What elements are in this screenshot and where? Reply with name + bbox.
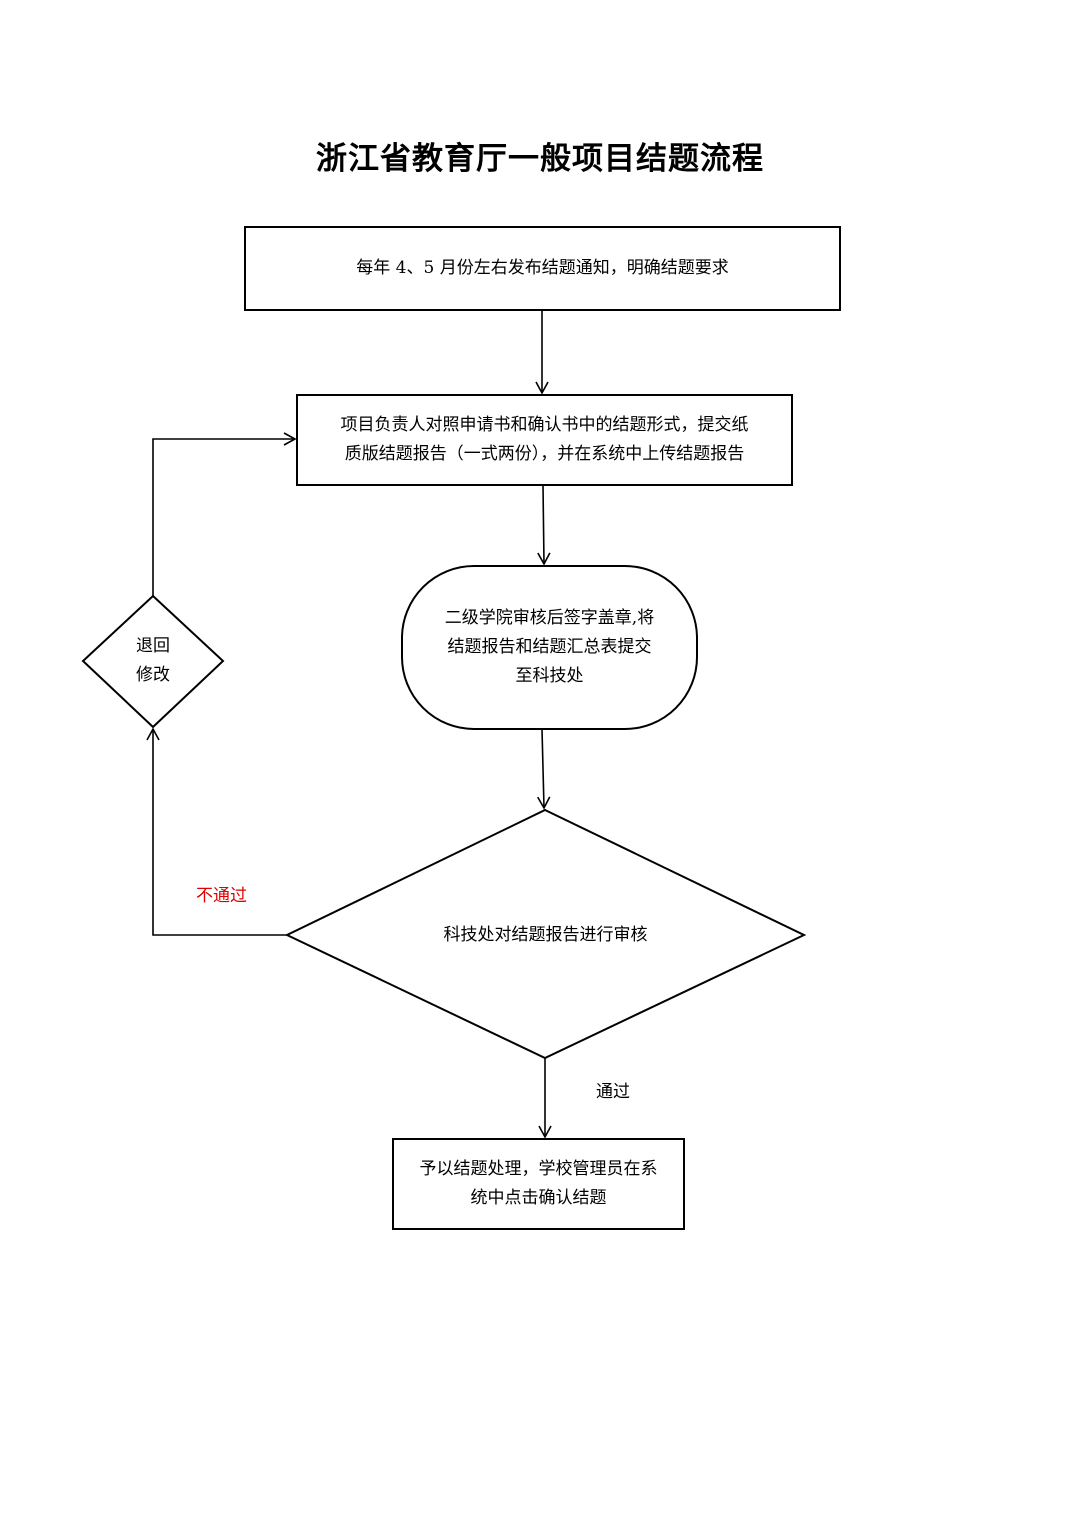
pass-label: 通过 bbox=[596, 1082, 630, 1102]
college-text: 二级学院审核后签字盖章,将 结题报告和结题汇总表提交 至科技处 bbox=[402, 566, 697, 729]
review-text: 科技处对结题报告进行审核 bbox=[287, 918, 804, 952]
notice-label: 每年 4、5 月份左右发布结题通知，明确结题要求 bbox=[356, 258, 729, 278]
return-diamond bbox=[81, 594, 225, 729]
college-box bbox=[401, 565, 698, 730]
finish-label-line1: 予以结题处理，学校管理员在系 bbox=[419, 1159, 658, 1179]
college-label-line1: 二级学院审核后签字盖章,将 bbox=[444, 608, 655, 628]
fail-label: 不通过 bbox=[196, 886, 247, 906]
college-label-line3: 至科技处 bbox=[515, 666, 584, 686]
edge-college-to-review bbox=[537, 728, 551, 810]
page-title: 浙江省教育厅一般项目结题流程 bbox=[316, 141, 764, 177]
notice-text: 每年 4、5 月份左右发布结题通知，明确结题要求 bbox=[245, 227, 840, 310]
edge-submit-to-college bbox=[537, 484, 551, 566]
submit-box bbox=[296, 394, 793, 486]
return-label-line2: 修改 bbox=[136, 665, 170, 685]
return-label-line1: 退回 bbox=[136, 636, 170, 656]
finish-box bbox=[392, 1138, 685, 1230]
submit-label-line1: 项目负责人对照申请书和确认书中的结题形式，提交纸 bbox=[340, 415, 749, 435]
submit-label-line2: 质版结题报告（一式两份），并在系统中上传结题报告 bbox=[344, 444, 745, 464]
edge-return-to-submit bbox=[152, 432, 297, 596]
finish-text: 予以结题处理，学校管理员在系 统中点击确认结题 bbox=[393, 1139, 684, 1229]
review-label: 科技处对结题报告进行审核 bbox=[443, 924, 648, 945]
submit-text: 项目负责人对照申请书和确认书中的结题形式，提交纸 质版结题报告（一式两份），并在… bbox=[297, 395, 792, 485]
college-label-line2: 结题报告和结题汇总表提交 bbox=[447, 637, 652, 657]
return-text: 退回 修改 bbox=[103, 631, 203, 691]
finish-label-line2: 统中点击确认结题 bbox=[470, 1188, 607, 1208]
edge-review-to-return bbox=[146, 727, 287, 936]
